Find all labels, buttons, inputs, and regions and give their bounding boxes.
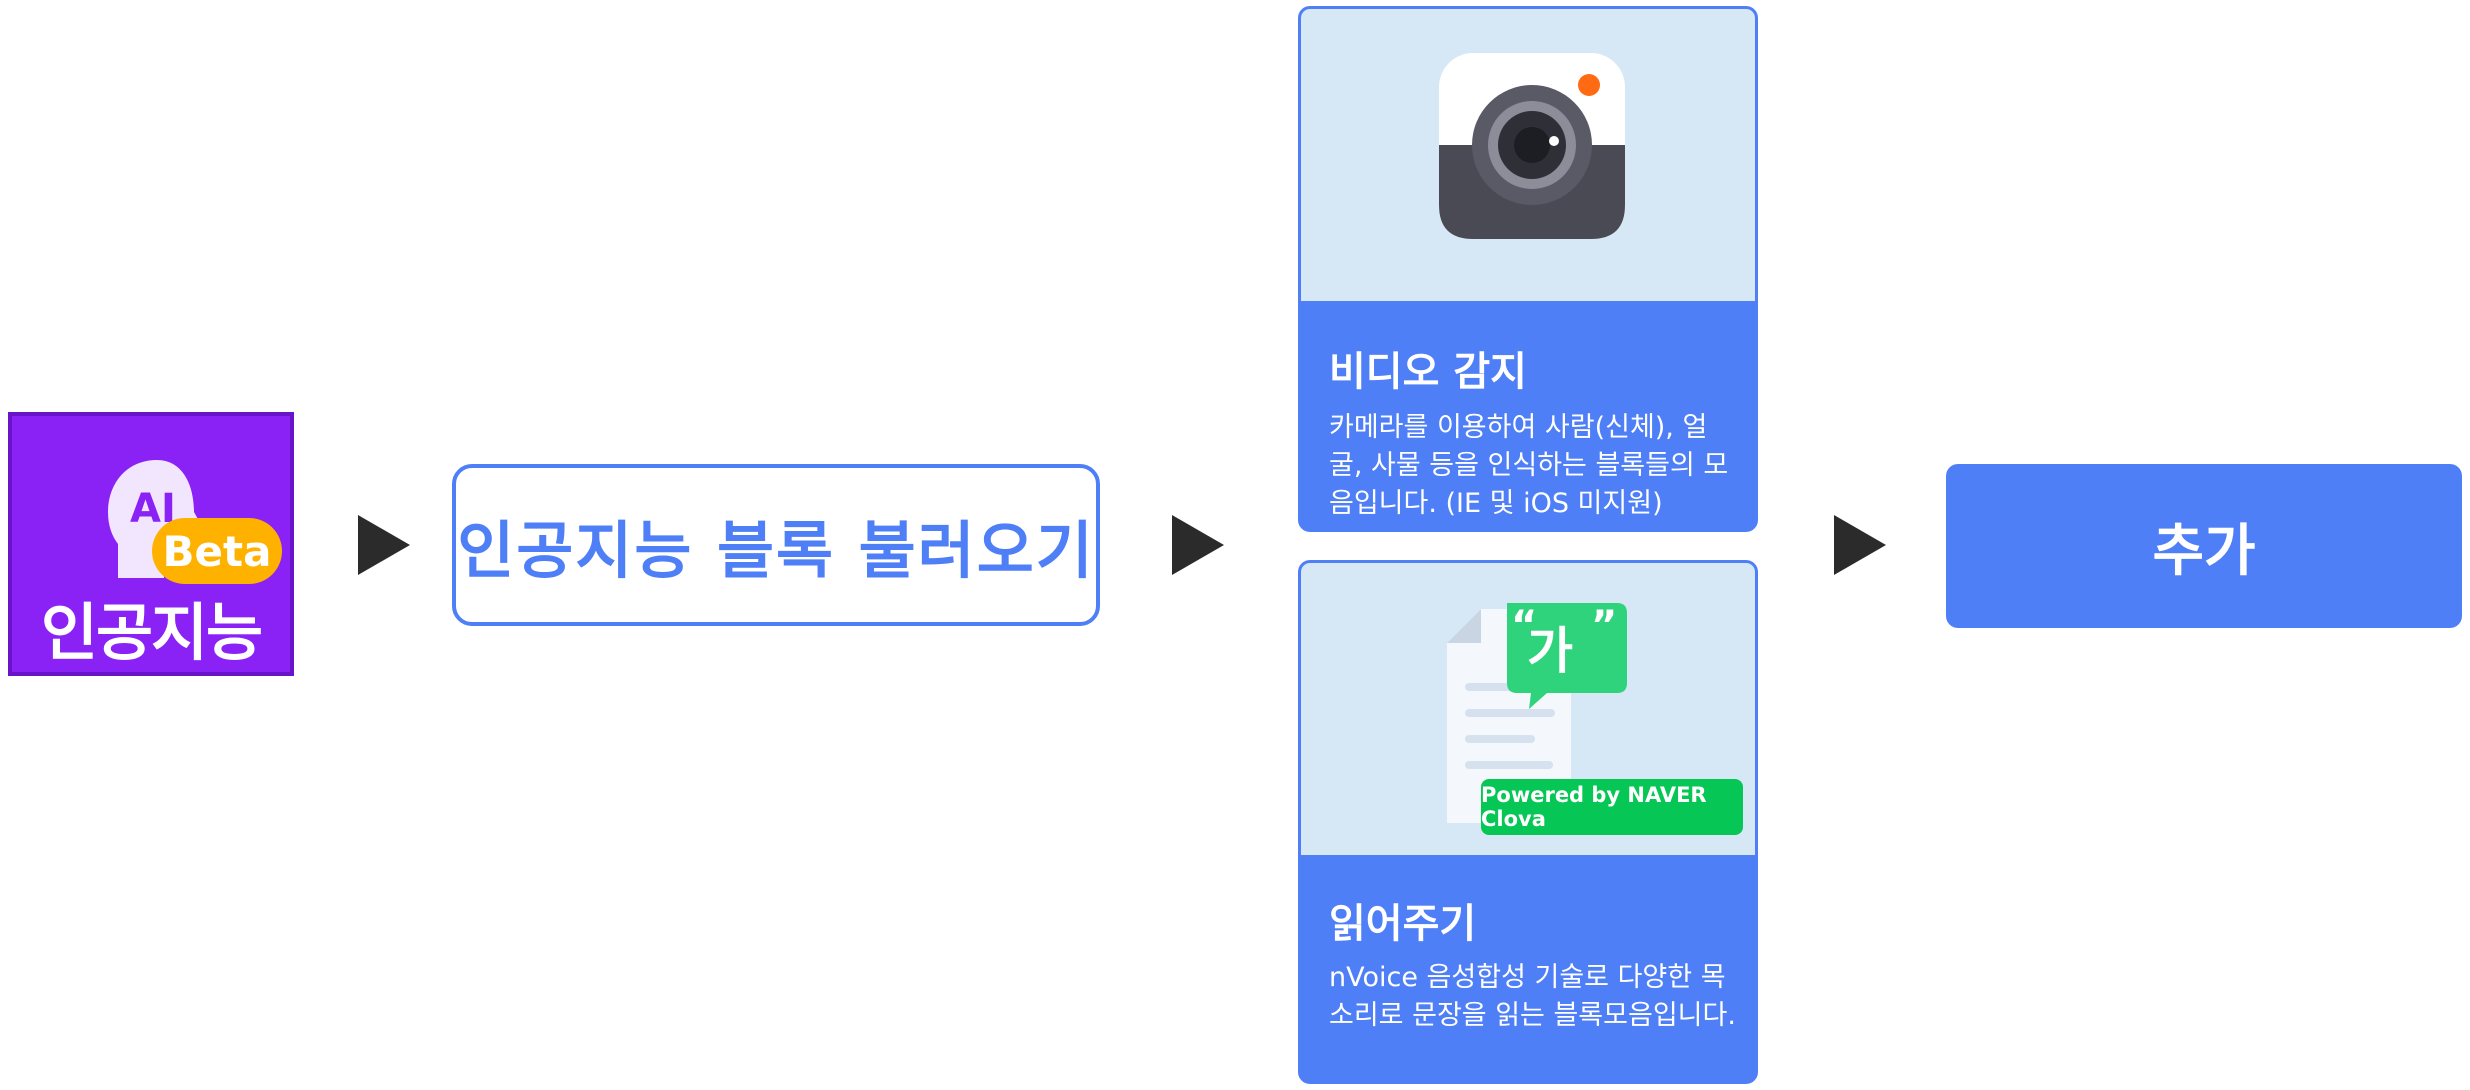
naver-clova-badge: Powered by NAVER Clova [1481,779,1743,835]
add-button[interactable]: 추가 [1946,464,2462,628]
flow-arrow-icon [1172,515,1224,575]
ai-category-tile[interactable]: AI Beta 인공지능 [8,412,294,676]
flow-arrow-icon [358,515,410,575]
card-image-area [1301,9,1755,301]
card-image-area: 가 “ ” Powered by NAVER Clova [1301,563,1755,855]
open-quote-icon: “ [1511,603,1538,649]
card-title: 읽어주기 [1329,901,1477,947]
card-title: 비디오 감지 [1329,349,1527,395]
close-quote-icon: ” [1591,603,1618,649]
video-detection-card[interactable]: 비디오 감지 카메라를 이용하여 사람(신체), 얼굴, 사물 등을 인식하는 … [1298,6,1758,532]
load-ai-blocks-button[interactable]: 인공지능 블록 불러오기 [452,464,1100,626]
speech-bubble-text: 가 [1527,622,1573,680]
document-speech-icon [1447,603,1627,823]
camera-icon [1439,53,1625,239]
flow-arrow-icon [1834,515,1886,575]
ai-tile-label: 인공지능 [40,596,263,669]
read-aloud-card[interactable]: 가 “ ” Powered by NAVER Clova 읽어주기 nVoice… [1298,560,1758,1084]
card-description: nVoice 음성합성 기술로 다양한 목소리로 문장을 읽는 블록모음입니다. [1329,962,1736,1031]
card-description: 카메라를 이용하여 사람(신체), 얼굴, 사물 등을 인식하는 블록들의 모음… [1329,412,1729,519]
beta-badge: Beta [152,518,282,584]
